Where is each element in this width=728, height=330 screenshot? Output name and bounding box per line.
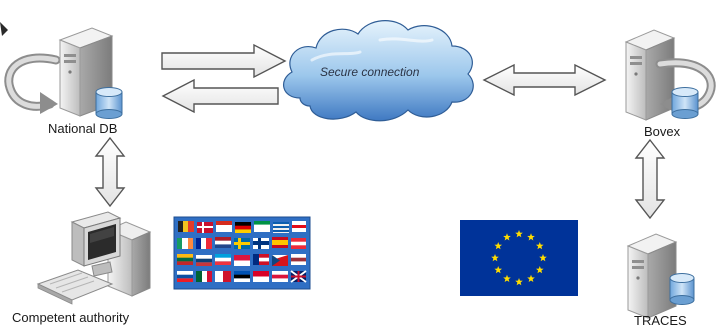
competent-authority-label: Competent authority [12,310,130,325]
arrow-national-db-competent-authority [94,136,126,208]
arrow-bovex-traces [634,138,666,220]
bovex-label: Bovex [644,124,681,139]
arrow-cloud-to-national-db [161,78,279,114]
eu-star-icon [503,233,511,241]
national-db-label: National DB [48,121,118,136]
eu-star-icon [503,274,511,283]
eu-star-icon [515,278,523,286]
traces-server-icon [626,233,695,319]
eu-star-icon [527,233,535,241]
eu-star-icon [535,242,544,250]
national-db-server-icon [0,22,123,119]
desktop-computer-icon [36,211,152,305]
cloud-icon [283,20,474,122]
eu-star-icon [491,254,499,262]
eu-star-icon [535,266,544,274]
eu-star-icon [515,230,523,238]
bovex-server-icon [624,29,716,121]
member-state-flags-collage [173,216,311,290]
eu-star-icon [494,242,503,250]
secure-connection-label: Secure connection [320,65,420,79]
arrow-national-db-to-cloud [161,43,287,79]
eu-star-icon [539,254,547,262]
eu-star-icon [494,266,503,274]
arrow-cloud-bovex-bidirectional [482,63,607,97]
eu-flag-icon [460,220,578,296]
eu-star-icon [527,274,535,283]
traces-label: TRACES [634,313,687,328]
